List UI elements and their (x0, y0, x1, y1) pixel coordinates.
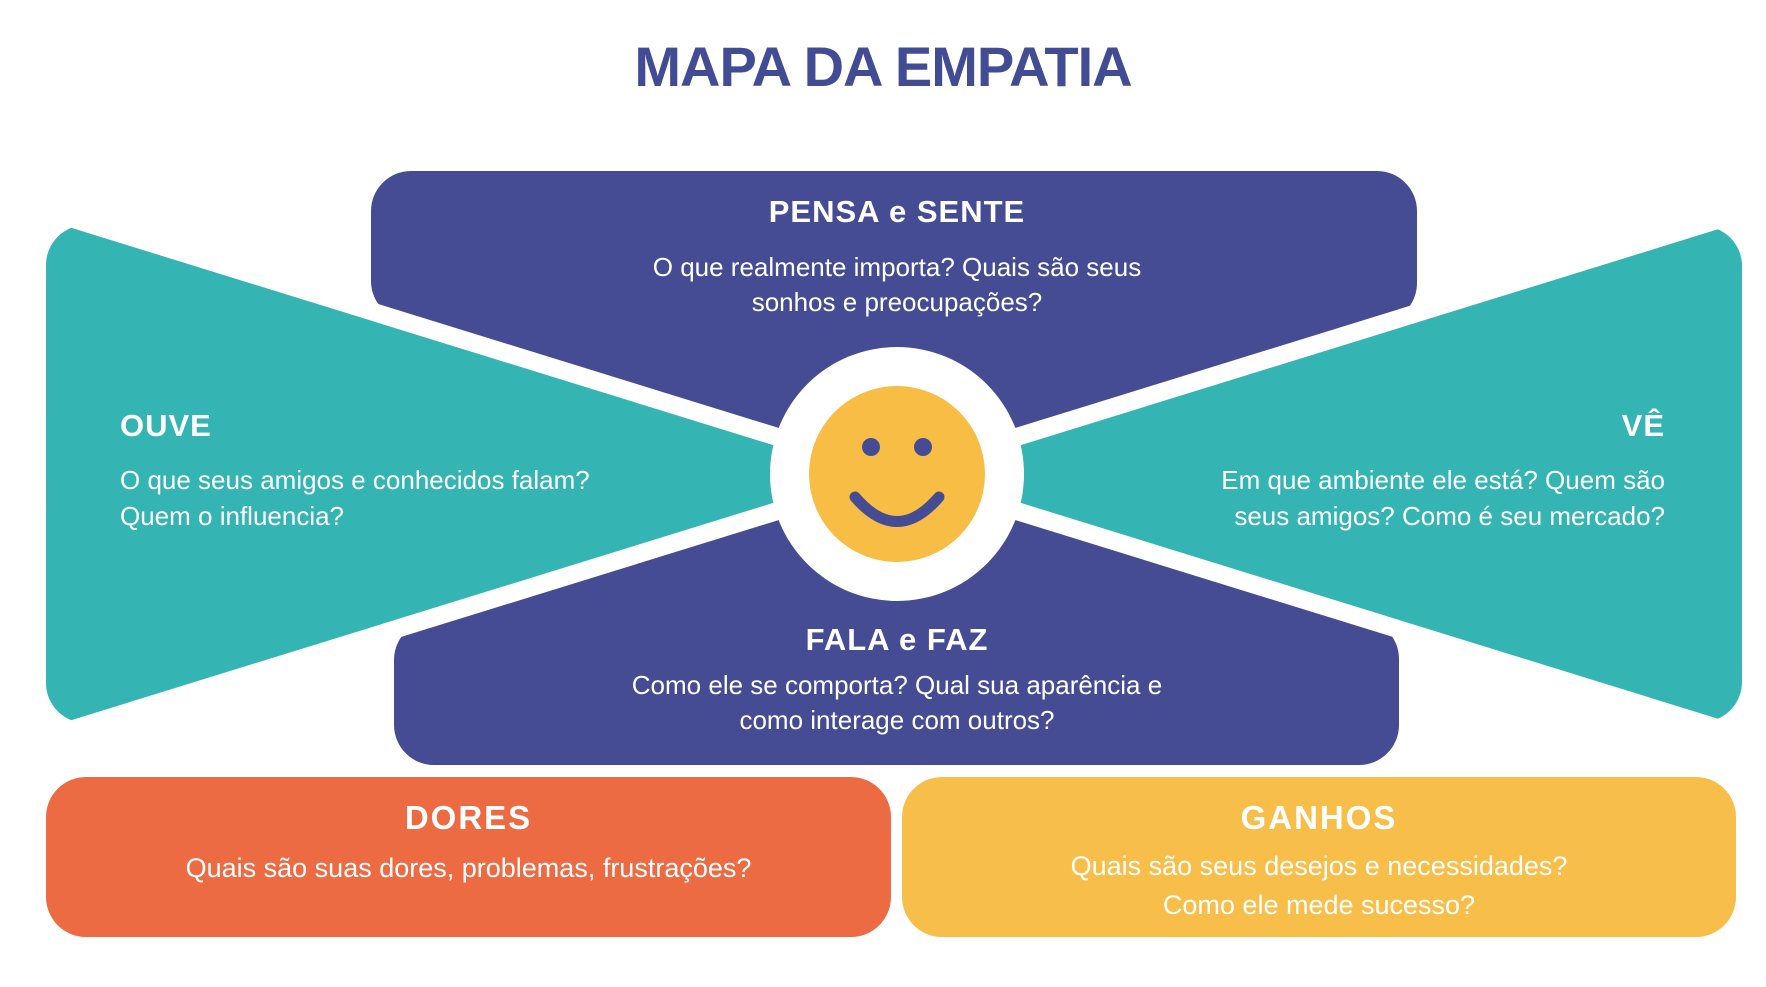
card-ganhos: GANHOS Quais são seus desejos e necessid… (902, 797, 1736, 925)
quadrant-fala-faz-heading: FALA e FAZ (805, 622, 989, 657)
card-dores-shape (46, 777, 891, 937)
quadrant-pensa-sente-shape (371, 171, 1417, 472)
quadrant-ouve-heading: OUVE (120, 408, 212, 443)
quadrant-ouve-line1: O que seus amigos e conhecidos falam? (120, 465, 590, 495)
quadrant-pensa-sente-heading: PENSA e SENTE (768, 194, 1026, 229)
quadrant-pensa-sente-text: O que realmente importa? Quais são seus … (433, 250, 1361, 320)
quadrant-ve-text: Em que ambiente ele está? Quem são seus … (1025, 462, 1665, 534)
quadrant-ouve: OUVE O que seus amigos e conhecidos fala… (120, 406, 700, 534)
quadrant-ve-line1: Em que ambiente ele está? Quem são (1221, 465, 1665, 495)
smiley-right-eye (914, 438, 932, 456)
quadrant-fala-faz-line2: como interage com outros? (739, 705, 1055, 735)
card-ganhos-line2: Como ele mede sucesso? (1162, 890, 1476, 920)
quadrant-ve-line2: seus amigos? Como é seu mercado? (1234, 501, 1665, 531)
quadrant-ve: VÊ Em que ambiente ele está? Quem são se… (1025, 406, 1665, 534)
card-dores-line1: Quais são suas dores, problemas, frustra… (185, 853, 752, 883)
card-ganhos-text: Quais são seus desejos e necessidades? C… (902, 847, 1736, 925)
smiley-face-icon (770, 347, 1024, 601)
smiley-mouth (849, 491, 945, 527)
card-dores-text: Quais são suas dores, problemas, frustra… (46, 853, 891, 883)
quadrant-ouve-shape (46, 225, 802, 723)
card-ganhos-shape (902, 777, 1736, 937)
quadrant-pensa-sente-line1: O que realmente importa? Quais são seus (652, 252, 1142, 282)
quadrant-fala-faz: FALA e FAZ Como ele se comporta? Qual su… (433, 620, 1361, 738)
smiley-head (809, 386, 985, 562)
quadrant-pensa-sente: PENSA e SENTE O que realmente importa? Q… (433, 192, 1361, 320)
card-dores: DORES Quais são suas dores, problemas, f… (46, 797, 891, 883)
page-title: MAPA DA EMPATIA (634, 35, 1132, 98)
card-ganhos-heading: GANHOS (1240, 799, 1398, 836)
quadrant-fala-faz-text: Como ele se comporta? Qual sua aparência… (433, 668, 1361, 738)
smiley-left-eye (862, 438, 880, 456)
quadrant-ve-shape (992, 226, 1742, 722)
quadrant-pensa-sente-line2: sonhos e preocupações? (751, 287, 1043, 317)
quadrant-ouve-line2: Quem o influencia? (120, 501, 345, 531)
card-ganhos-line1: Quais são seus desejos e necessidades? (1070, 851, 1568, 881)
card-dores-heading: DORES (404, 799, 533, 836)
quadrant-fala-faz-line1: Como ele se comporta? Qual sua aparência… (631, 670, 1163, 700)
quadrant-fala-faz-shape (394, 476, 1399, 765)
quadrant-ouve-text: O que seus amigos e conhecidos falam? Qu… (120, 462, 700, 534)
quadrant-ve-heading: VÊ (1621, 408, 1665, 443)
